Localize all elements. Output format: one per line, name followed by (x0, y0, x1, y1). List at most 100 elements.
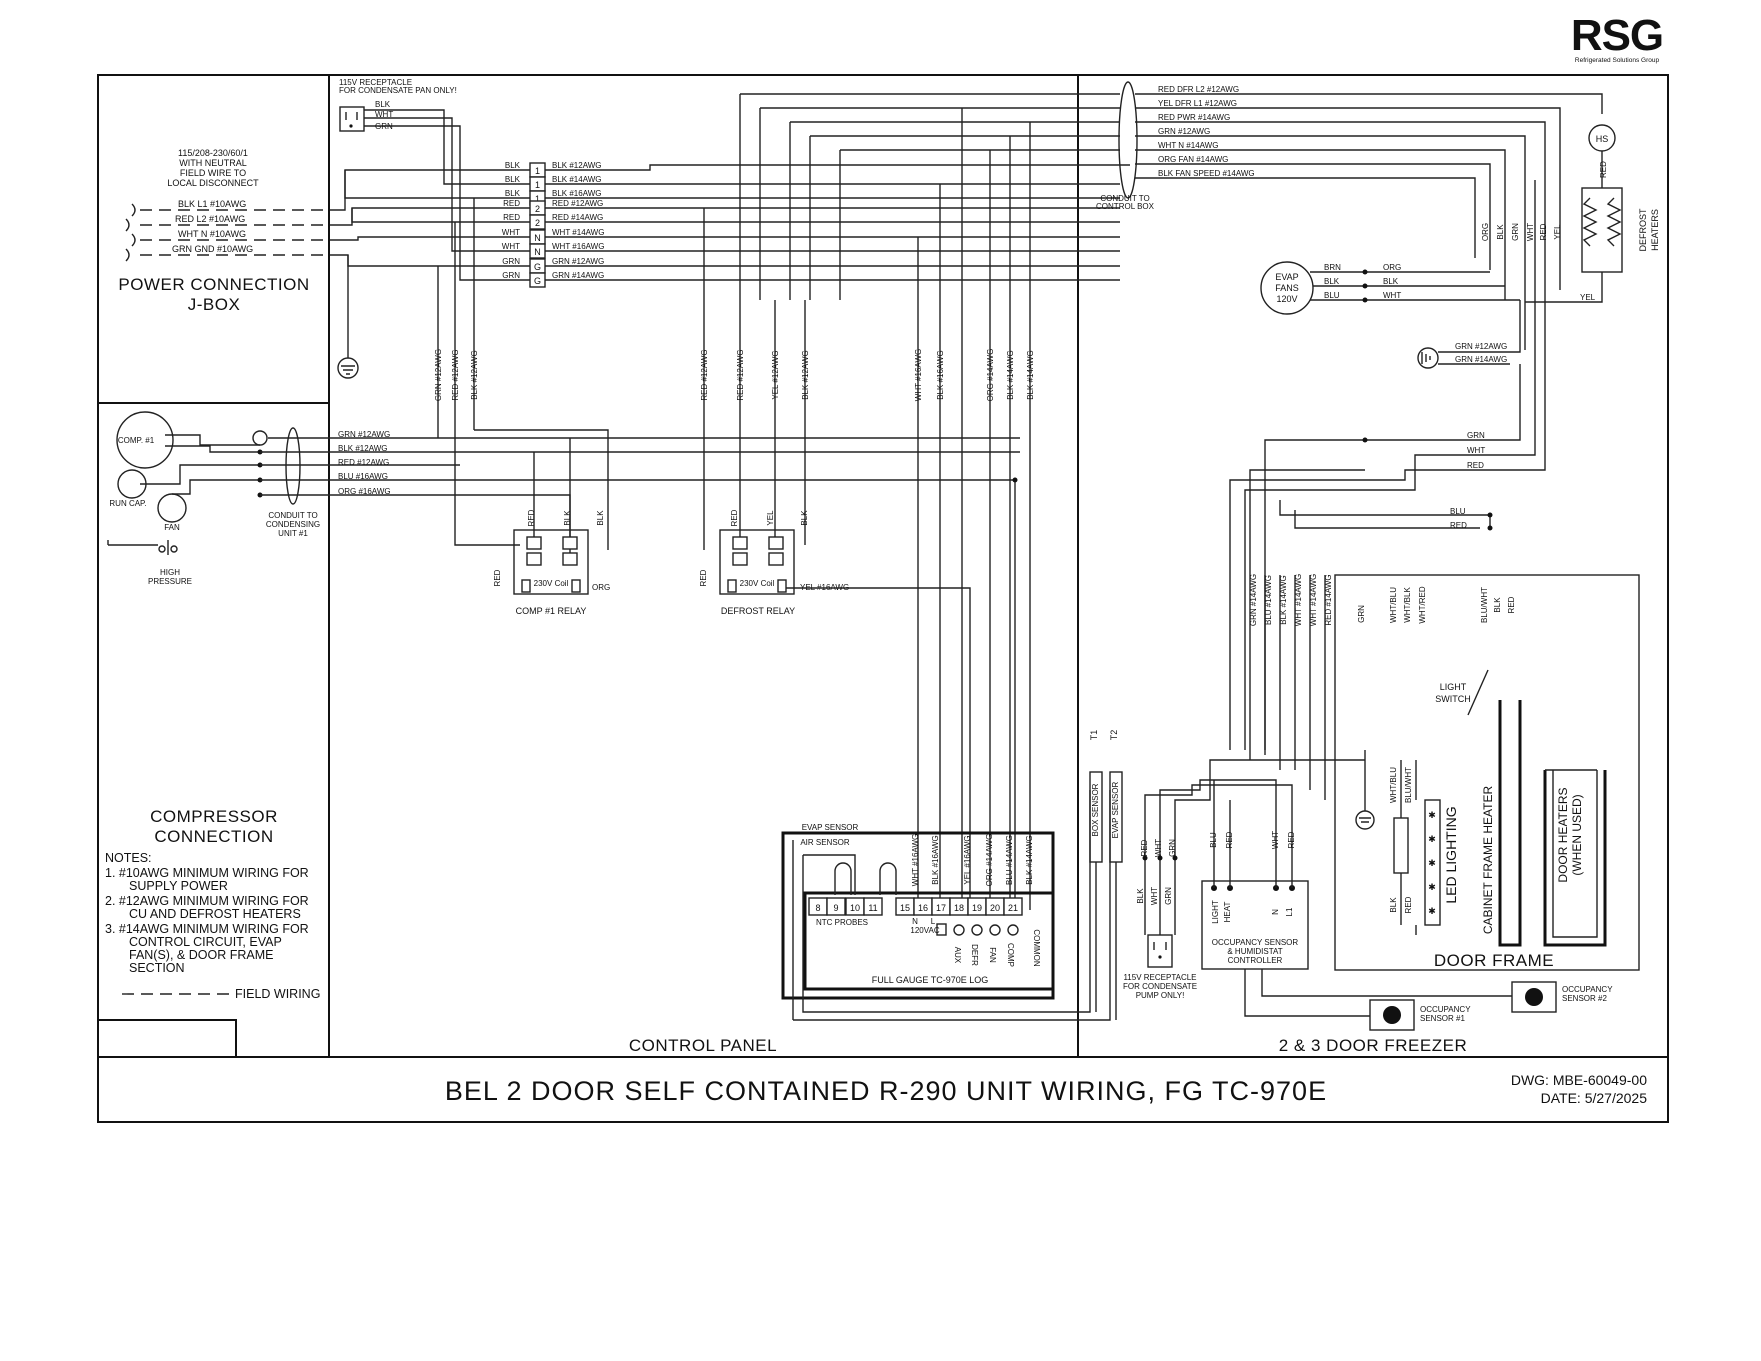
svg-text:RED: RED (1599, 161, 1608, 178)
supply-feed-wires (330, 139, 530, 379)
terminal-left-color: WHT (502, 228, 520, 237)
svg-text:RED: RED (1507, 596, 1516, 613)
terminal-right-wire: WHT #16AWG (552, 242, 604, 251)
svg-text:230V Coil: 230V Coil (534, 579, 569, 588)
supply-wire-l1: BLK L1 #10AWG (178, 199, 246, 209)
svg-text:BRN: BRN (1324, 263, 1341, 272)
drawing-frame (97, 74, 1669, 1123)
terminal-label: G (534, 262, 541, 272)
svg-text:WHT: WHT (1150, 887, 1159, 905)
defrost-relay: 230V Coil DEFROST RELAY RED YEL BLK RED … (699, 509, 971, 905)
svg-text:FIELD WIRE TO: FIELD WIRE TO (180, 168, 246, 178)
top-bus-wires (545, 93, 1130, 300)
drop-wires (437, 108, 1031, 910)
svg-text:GRN: GRN (1357, 605, 1366, 623)
drop-label: BLK #16AWG (936, 350, 945, 400)
svg-text:WHT/BLU: WHT/BLU (1389, 767, 1398, 803)
svg-text:BLK: BLK (1324, 277, 1340, 286)
svg-text:GRN: GRN (1467, 431, 1485, 440)
svg-text:HEATERS: HEATERS (1650, 209, 1660, 251)
svg-text:RED: RED (493, 569, 502, 586)
terminal-right-wire: GRN #12AWG (552, 257, 604, 266)
controller-terminal-number: 18 (954, 903, 964, 913)
svg-text:RED: RED (1225, 831, 1234, 848)
svg-text:LED LIGHTING: LED LIGHTING (1443, 806, 1459, 903)
svg-text:YEL: YEL (1580, 293, 1596, 302)
drop-label: BLK #14AWG (1006, 350, 1015, 400)
svg-text:BLK: BLK (800, 510, 809, 526)
controller-terminal-number: 9 (833, 903, 838, 913)
terminal-left-color: WHT (502, 242, 520, 251)
svg-text:LIGHT: LIGHT (1211, 900, 1220, 924)
controller-terminal-number: 17 (936, 903, 946, 913)
drawing-number: DWG: MBE-60049-00 (1511, 1072, 1647, 1088)
svg-text:BLK: BLK (596, 510, 605, 526)
power-jbox-label: J-BOX (188, 295, 241, 314)
controller-terminal-number: 16 (918, 903, 928, 913)
svg-text:BLU #16AWG: BLU #16AWG (338, 472, 388, 481)
svg-text:WHT/BLK: WHT/BLK (1403, 587, 1412, 623)
svg-text:BLK: BLK (563, 510, 572, 526)
svg-text:FIELD WIRING: FIELD WIRING (235, 987, 320, 1001)
right-ground: GRN #12AWG GRN #14AWG (1417, 300, 1521, 369)
svg-text:L1: L1 (1285, 907, 1294, 916)
svg-text:EVAP SENSOR: EVAP SENSOR (1111, 781, 1120, 838)
drop-label: BLK #12AWG (470, 350, 479, 400)
right-wire-label: ORG (1481, 223, 1490, 241)
controller-terminal-number: 8 (815, 903, 820, 913)
svg-text:BLK: BLK (375, 100, 391, 109)
svg-text:WHT: WHT (375, 110, 393, 119)
svg-text:ORG FAN #14AWG: ORG FAN #14AWG (1158, 155, 1228, 164)
terminal-label: 1 (535, 194, 540, 204)
svg-text:BLU: BLU (1209, 832, 1218, 848)
svg-text:GRN #12AWG: GRN #12AWG (338, 430, 390, 439)
drop-label: WHT #16AWG (914, 349, 923, 401)
controller-wire-label: YEL #16AWG (963, 835, 972, 884)
svg-text:FOR CONDENSATE PAN ONLY!: FOR CONDENSATE PAN ONLY! (339, 86, 457, 95)
notes: NOTES: 1. #10AWG MINIMUM WIRING FOR SUPP… (105, 851, 320, 1001)
svg-text:BLK: BLK (1383, 277, 1399, 286)
controller-terminal-number: 15 (900, 903, 910, 913)
terminal-right-wire: BLK #16AWG (552, 189, 602, 198)
terminal-left-color: BLK (505, 175, 521, 184)
relay-output-icon (953, 924, 965, 936)
controller-terminal-number: 19 (972, 903, 982, 913)
logo-tagline: Refrigerated Solutions Group (1575, 57, 1660, 64)
svg-text:CONTROLLER: CONTROLLER (1228, 956, 1283, 965)
svg-text:CONDUIT TO: CONDUIT TO (1100, 194, 1149, 203)
terminal-left-color: BLK (505, 189, 521, 198)
svg-text:YEL DFR L1 #12AWG: YEL DFR L1 #12AWG (1158, 99, 1237, 108)
freezer-drop-label: WHT #14AWG (1294, 574, 1303, 626)
svg-text:BLK: BLK (1389, 897, 1398, 913)
comp-relay: 230V Coil COMP #1 RELAY RED BLK BLK RED … (493, 438, 610, 616)
svg-text:✱: ✱ (1428, 882, 1436, 892)
svg-text:RED: RED (1467, 461, 1484, 470)
door-frame-box (1334, 574, 1640, 971)
terminal-right-wire: BLK #12AWG (552, 161, 602, 170)
terminal-label: N (534, 233, 541, 243)
terminal-label: 2 (535, 204, 540, 214)
svg-text:✱: ✱ (1428, 834, 1436, 844)
controller-wire-label: WHT #16AWG (911, 834, 920, 886)
terminal-label: 1 (535, 180, 540, 190)
svg-text:BLU/WHT: BLU/WHT (1480, 587, 1489, 623)
svg-text:OCCUPANCY: OCCUPANCY (1420, 1005, 1471, 1014)
drop-label: RED #12AWG (736, 349, 745, 400)
svg-text:SENSOR #1: SENSOR #1 (1420, 1014, 1465, 1023)
freezer-label: 2 & 3 DOOR FREEZER (1279, 1036, 1467, 1055)
right-wire-label: BLK (1496, 224, 1505, 240)
controller-terminal-number: 20 (990, 903, 1000, 913)
controller-terminal-number: 21 (1008, 903, 1018, 913)
drop-label: RED #12AWG (451, 349, 460, 400)
supply-text: 115/208-230/60/1 WITH NEUTRAL FIELD WIRE… (167, 148, 259, 188)
svg-text:GRN: GRN (1168, 839, 1177, 857)
defrost-heaters: HS RED YEL DEFROST HEATERS (1525, 124, 1660, 303)
svg-text:BLK #12AWG: BLK #12AWG (338, 444, 388, 453)
terminal-right-wire: BLK #14AWG (552, 175, 602, 184)
controller-wire-label: BLK #14AWG (1025, 835, 1034, 885)
svg-text:RED PWR #14AWG: RED PWR #14AWG (1158, 113, 1230, 122)
svg-text:AIR SENSOR: AIR SENSOR (800, 838, 850, 847)
svg-text:WHT: WHT (1467, 446, 1485, 455)
